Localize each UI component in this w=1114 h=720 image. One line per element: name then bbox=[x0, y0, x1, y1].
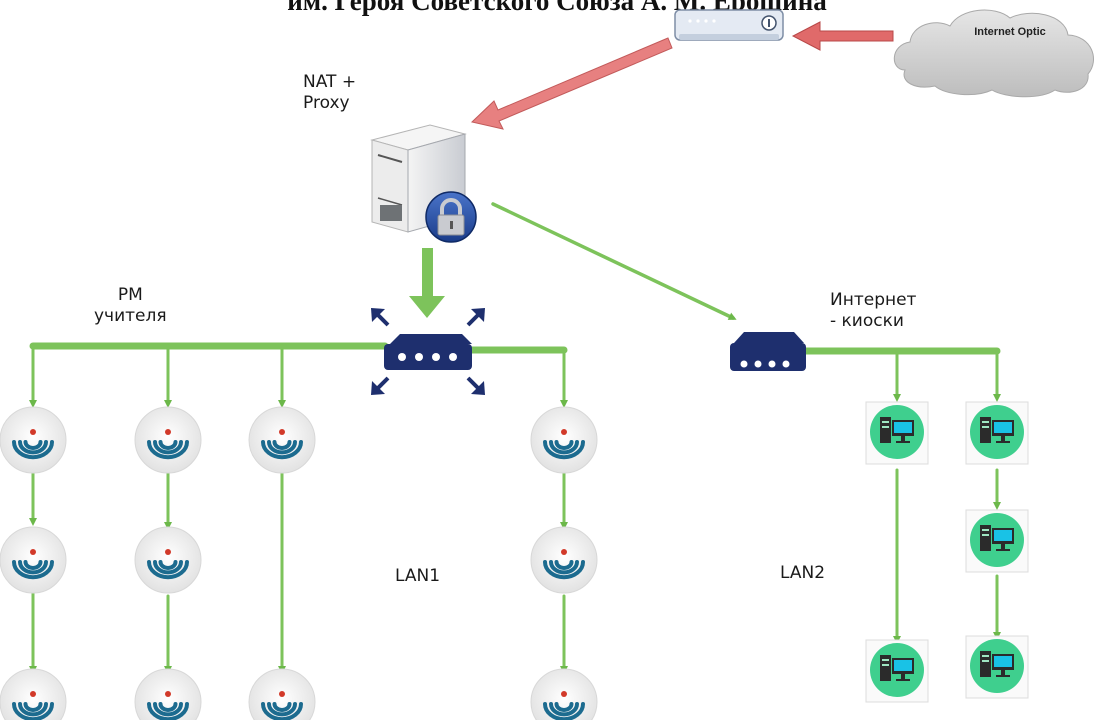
wifi-access-point-icon bbox=[530, 526, 598, 594]
wifi-access-point-icon bbox=[134, 526, 202, 594]
internet-kiosks-label: Интернет - киоски bbox=[830, 290, 916, 332]
cloud-label: Internet Optic bbox=[974, 26, 1046, 38]
wifi-access-point-icon bbox=[0, 668, 67, 720]
computer-icon bbox=[965, 509, 1029, 573]
computer-icon bbox=[965, 635, 1029, 699]
lan2-label: LAN2 bbox=[780, 563, 826, 583]
server-lock-icon bbox=[370, 124, 477, 243]
nat-label-line1: NAT + bbox=[303, 72, 357, 92]
kiosks-label-line2: - киоски bbox=[830, 311, 904, 331]
kiosk-computers bbox=[865, 401, 1029, 703]
wifi-access-point-icon bbox=[0, 526, 67, 594]
network-switch-icon bbox=[371, 308, 485, 395]
modem-icon bbox=[674, 9, 784, 41]
wifi-access-point-icon bbox=[530, 668, 598, 720]
server-to-switch-arrow bbox=[409, 248, 445, 318]
modem-to-proxy-arrow bbox=[470, 37, 673, 130]
teachers-workstations-label: РМ учителя bbox=[94, 285, 167, 327]
wifi-access-point-icon bbox=[134, 668, 202, 720]
computer-icon bbox=[965, 401, 1029, 465]
wifi-access-point-icon bbox=[248, 668, 316, 720]
wifi-access-point-icon bbox=[0, 406, 67, 474]
cloud-icon bbox=[893, 9, 1094, 98]
nat-label-line2: Proxy bbox=[303, 93, 350, 113]
teachers-label-line2: учителя bbox=[94, 306, 167, 326]
computer-icon bbox=[865, 639, 929, 703]
network-links bbox=[29, 202, 1001, 674]
wifi-access-point-icon bbox=[248, 406, 316, 474]
nat-proxy-label: NAT + Proxy bbox=[303, 72, 356, 114]
teachers-label-line1: РМ bbox=[117, 285, 143, 305]
wifi-access-point-icon bbox=[134, 406, 202, 474]
internet-uplink-arrows bbox=[470, 21, 894, 130]
kiosk-switch-icon bbox=[730, 332, 806, 371]
computer-icon bbox=[865, 401, 929, 465]
wifi-access-point-icon bbox=[530, 406, 598, 474]
cloud-to-modem-arrow bbox=[791, 21, 894, 51]
lan1-label: LAN1 bbox=[395, 566, 441, 586]
access-points bbox=[0, 406, 598, 720]
kiosks-label-line1: Интернет bbox=[830, 290, 917, 310]
